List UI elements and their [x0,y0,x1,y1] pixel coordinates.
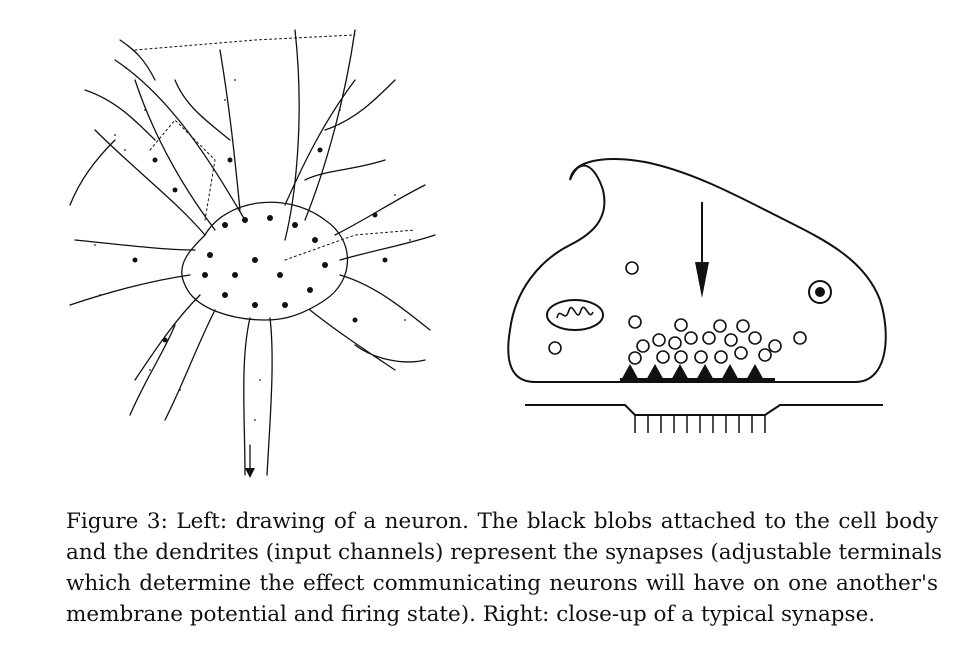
dendrite [69,239,196,306]
neuron-drawing [69,29,436,478]
dense-core-vesicle [808,280,832,304]
caption-line: and the dendrites (input channels) repre… [66,540,943,565]
synaptic-vesicles [548,261,807,365]
release-arrowhead [695,262,709,298]
dendrite [129,294,216,421]
dendrite [174,49,241,211]
cell-body [181,201,348,321]
figure-3 [69,29,887,478]
dendrite [309,309,426,371]
figure-caption: Figure 3: Left: drawing of a neuron. The… [66,506,943,630]
caption-line: which determine the effect communicating… [66,571,938,596]
presynaptic-terminal [507,158,887,383]
synapse-diagram [507,158,887,433]
dendrite [69,39,156,206]
caption-line: Figure 3: Left: drawing of a neuron. The… [66,509,938,534]
axon-arrowhead [245,468,255,478]
caption-line: membrane potential and firing state). Ri… [66,602,876,627]
dendrite [334,184,436,331]
dendrite [84,79,216,236]
active-zone [620,364,775,382]
dendrite [284,79,396,206]
receptors [634,415,766,433]
postsynaptic-membrane [525,404,883,416]
mitochondrion [546,299,604,331]
synapse-blobs [132,147,388,343]
axon [243,317,273,476]
